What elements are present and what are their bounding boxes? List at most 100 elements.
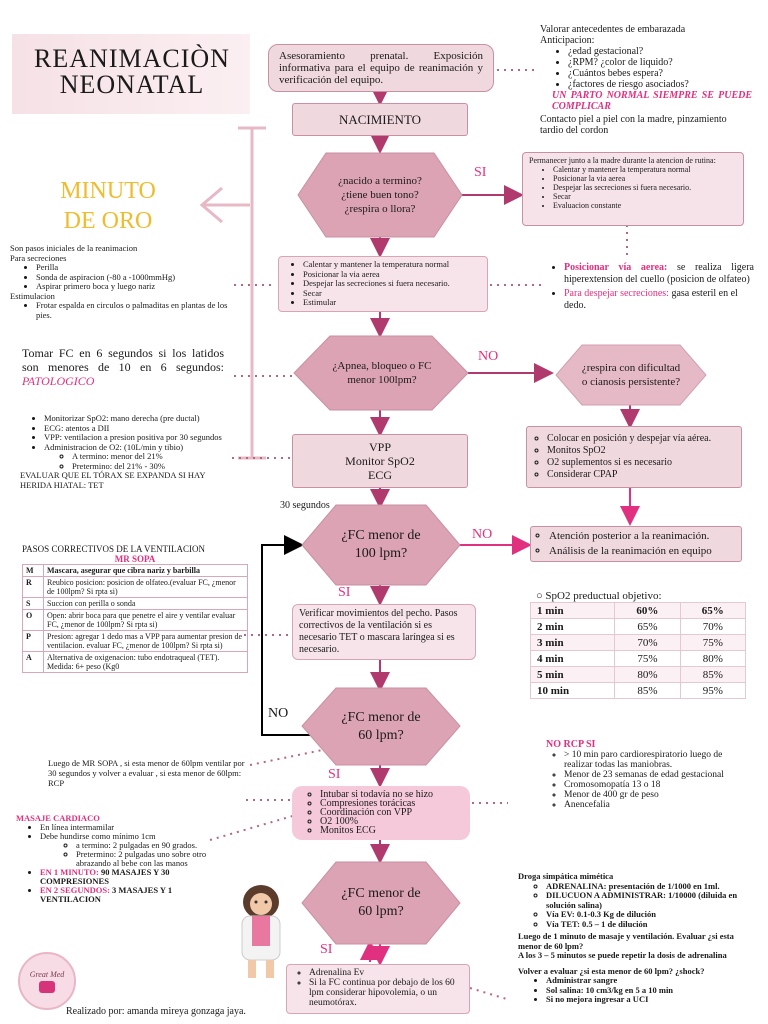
no-rcp-item: Anencefalia [564, 800, 736, 810]
monitoring-item: VPP: ventilacion a presion positiva por … [44, 432, 230, 443]
author-credit: Realizado por: amanda mireya gonzaga jay… [66, 1006, 246, 1017]
adrenaline-item: Adrenalina Ev [309, 968, 465, 978]
drug-reevaluate-note: Volver a evaluar ¿si esta menor de 60 lp… [518, 965, 705, 976]
d5-line: 60 lpm? [358, 728, 404, 743]
birth-box: NACIMIENTO [292, 103, 468, 136]
stimulation-label: Estimulacion [10, 290, 55, 301]
routine-care-item: Evaluacion constante [553, 201, 737, 210]
contacto-piel-text: Contacto piel a piel con la madre, pinza… [540, 114, 727, 136]
no-rcp-item: > 10 min paro cardiorespiratorio luego d… [564, 750, 736, 770]
routine-care-heading: Permanecer junto a la madre durante la a… [529, 156, 716, 165]
mr-sopa-key: O [22, 609, 44, 631]
mr-sopa-value: Mascara, asegurar que cibra nariz y barb… [43, 564, 248, 577]
routine-care-item: Calentar y mantener la temperatura norma… [553, 165, 737, 174]
drug-heading: Droga simpática mimética [518, 871, 614, 881]
monitoring-item: Monitorizar SpO2: mano derecha (pre duct… [44, 413, 230, 424]
massage-rate-2-label: EN 2 SEGUNDOS: [40, 885, 110, 895]
mr-sopa-value: Succion con perilla o sonda [43, 597, 248, 610]
antecedentes-item: ¿Cuántos bebes espera? [568, 68, 752, 79]
brand-logo: Great Med [18, 952, 76, 1010]
monitoring-item: Administracion de O2: (10L/min y tibio) [44, 442, 230, 453]
intubation-item: O2 100% [320, 817, 466, 827]
antecedentes-item: ¿RPM? ¿color de liquido? [568, 57, 752, 68]
routine-care-item: Secar [553, 192, 737, 201]
reevaluate-item: Administrar sangre [546, 975, 754, 986]
drug-item: ADRENALINA: presentación de 1/1000 en 1m… [546, 881, 754, 892]
drug-evaluate-note: Luego de 1 minuto de masaje y ventilació… [518, 931, 734, 951]
initial-step-item: Posicionar la via aerea [303, 269, 483, 280]
initial-steps-notes: Son pasos iniciales de la reanimacion Pa… [10, 243, 228, 320]
diamond-1-text: ¿nacido a termino? ¿tiene buen tono? ¿re… [310, 165, 450, 225]
spo2-time: 3 min [529, 634, 616, 651]
antecedentes-block: Valorar antecedentes de embarazada Antic… [540, 24, 752, 136]
no-rcp-item: Cromosomopatía 13 o 18 [564, 780, 736, 790]
thirty-seconds-label: 30 segundos [280, 500, 330, 511]
spo2-min: 85% [614, 682, 681, 699]
initial-step-item: Secar [303, 288, 483, 299]
heart-rate-note-emphasis: PATOLOGICO [22, 374, 95, 388]
mr-sopa-value: Alternativa de oxigenacion: tubo endotra… [43, 651, 248, 673]
mr-sopa-heading: PASOS CORRECTIVOS DE LA VENTILACION [22, 544, 206, 554]
massage-item: Debe hundirse como mínimo 1cm [40, 832, 228, 841]
diamond-2-text: ¿Apnea, bloqueo o FC menor 100lpm? [310, 350, 454, 396]
massage-sub-item: a termino: 2 pulgadas en 90 grados. [76, 841, 228, 850]
adrenaline-box: Adrenalina Ev Si la FC continua por deba… [286, 964, 470, 1014]
bag-icon [39, 980, 55, 993]
d1-line: ¿respira o llora? [344, 203, 416, 215]
post-resuscitation-box: Atención posterior a la reanimación. Aná… [530, 526, 742, 562]
brand-logo-text: Great Med [29, 969, 65, 979]
cpap-item: Colocar en posición y despejar vía aérea… [547, 433, 735, 445]
drug-repeat-note: A los 3 – 5 minutos se puede repetir la … [518, 950, 727, 960]
mr-sopa-key: P [22, 630, 44, 652]
page-title: REANIMACIÒN NEONATAL [22, 46, 242, 98]
spo2-max: 95% [679, 682, 747, 699]
secretions-item: Sonda de aspiracion (-80 a -1000mmHg) [36, 272, 228, 283]
airway-note-1-text: se realiza ligera hiperextension del cue… [564, 262, 754, 285]
massage-sub-item: Pretermino: 2 pulgadas uno sobre otro ab… [76, 850, 228, 868]
no-rcp-item: Menor de 23 semanas de edad gestacional [564, 770, 736, 780]
drug-block: Droga simpática mimética ADRENALINA: pre… [518, 871, 754, 1005]
post-care-item: Atención posterior a la reanimación. [549, 529, 735, 544]
golden-minute-label: MINUTO DE ORO [48, 176, 168, 236]
verify-chest-box: Verificar movimientos del pecho. Pasos c… [292, 604, 476, 660]
mr-sopa-key: A [22, 651, 44, 673]
cpap-box: Colocar en posición y despejar vía aérea… [526, 426, 742, 488]
mr-sopa-key: R [22, 576, 44, 598]
post-care-item: Análisis de la reanimación en equipo [549, 544, 735, 559]
spo2-min: 80% [614, 666, 681, 683]
stimulation-item: Frotar espalda en circulos o palmaditas … [36, 300, 228, 320]
diamond-3-text: ¿respira con dificultad o cianosis persi… [566, 352, 696, 398]
antecedentes-item: ¿edad gestacional? [568, 46, 752, 57]
spo2-max: 85% [679, 666, 747, 683]
diamond-6-text: ¿FC menor de 60 lpm? [316, 880, 446, 926]
airway-note-2-title: Para despejar secreciones: [564, 288, 669, 299]
spo2-min: 65% [614, 618, 681, 635]
golden-minute-line-1: MINUTO [60, 178, 156, 204]
antecedentes-item: ¿factores de riesgo asociados? [568, 79, 752, 90]
vpp-line: VPP [368, 440, 391, 454]
oxygen-sub-item: A termino: menor del 21% [72, 451, 230, 462]
intubation-item: Compresiones torácicas [320, 799, 466, 809]
prenatal-counseling-text: Asesoramiento prenatal. Exposición infor… [279, 50, 483, 86]
d5-line: ¿FC menor de [341, 710, 421, 725]
spo2-time: 2 min [529, 618, 616, 635]
d3-line: o cianosis persistente? [581, 376, 681, 388]
no-rcp-item: Menor de 400 gr de peso [564, 790, 736, 800]
cardiac-massage-block: MASAJE CARDIACO En línea intermamilar De… [16, 814, 228, 904]
initial-steps-box: Calentar y mantener la temperatura norma… [278, 256, 488, 312]
massage-rate-2: EN 2 SEGUNDOS: 3 MASAJES Y 1 VENTILACION [40, 886, 228, 904]
birth-label: NACIMIENTO [338, 111, 422, 127]
spo2-max: 75% [679, 634, 747, 651]
massage-item: En línea intermamilar [40, 823, 228, 832]
mr-sopa-value: Reubico posicion: posicion de olfateo.(e… [43, 576, 248, 598]
d3-line: ¿respira con dificultad [581, 362, 681, 374]
si-label-4: SI [320, 942, 333, 957]
